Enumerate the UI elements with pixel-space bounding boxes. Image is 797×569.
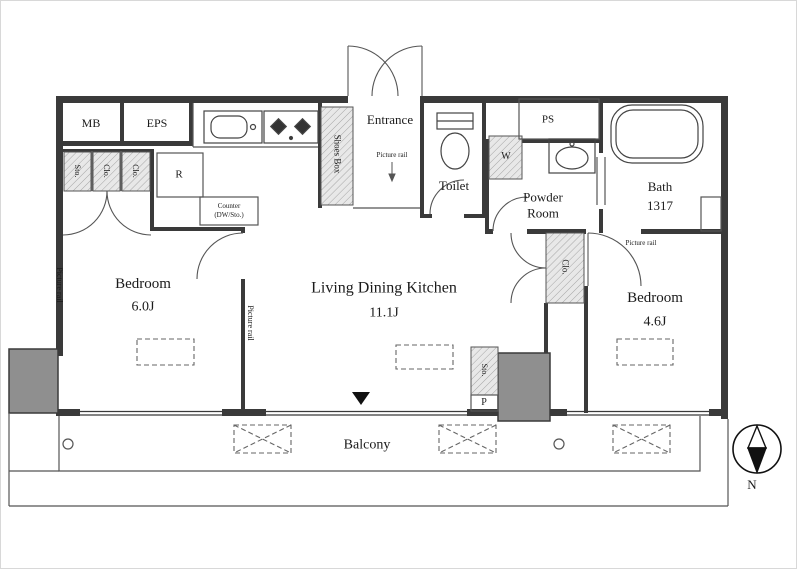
counter-sub-label: (DW/Sto.) <box>214 210 244 219</box>
bath-label: Bath <box>647 179 673 195</box>
toilet-door-arc <box>429 179 465 215</box>
washer-label: W <box>501 151 511 162</box>
closet-left-door-arc-2 <box>106 190 152 236</box>
fridge-box <box>156 152 204 198</box>
fixtures <box>203 104 704 174</box>
compass-north-label: N <box>747 477 757 493</box>
bathtub-icon <box>610 104 704 164</box>
fridge-label: R <box>175 168 183 181</box>
bedroom1-dashed-box <box>136 338 195 366</box>
pillars <box>8 348 551 422</box>
ldk-dashed-box <box>395 344 454 370</box>
pipe-box <box>470 394 499 412</box>
mb-label: MB <box>81 115 101 130</box>
balcony-unit-box-3 <box>612 424 671 454</box>
closet-sto-left-label: Sto. <box>72 164 82 178</box>
bath-size-label: 1317 <box>647 198 673 214</box>
pillar-left <box>8 348 59 414</box>
counter-box <box>199 196 259 226</box>
entrance-door-arcs <box>347 45 423 97</box>
balcony-unit-box-1 <box>233 424 292 454</box>
closet-right <box>545 232 585 304</box>
bedroom1-door-arc <box>196 232 244 280</box>
picture-rail-middle-label: Picture rail <box>245 305 255 341</box>
dashed-boxes <box>136 338 674 454</box>
picture-rail-right-label: Picture rail <box>625 238 657 247</box>
eps-label: EPS <box>146 115 168 130</box>
washing-machine <box>488 135 523 180</box>
entrance-label: Entrance <box>366 112 414 128</box>
section-triangle-marker <box>352 392 370 405</box>
closet-right-door-arc-1 <box>510 232 547 269</box>
balcony-drain-1 <box>62 438 74 450</box>
toilet-label: Toilet <box>438 178 470 194</box>
storage-sto-left <box>63 151 92 192</box>
storage-areas <box>63 106 585 396</box>
shoes-box <box>320 106 354 206</box>
picture-rail-left-label: Picture rail <box>54 267 64 303</box>
closet-right-label: Clo. <box>560 259 571 275</box>
balcony-label: Balcony <box>343 437 391 453</box>
balcony-drain-2 <box>553 438 565 450</box>
bathroom-sink-icon <box>548 138 596 174</box>
closet-clo-left-label-1: Clo. <box>101 164 111 178</box>
closet-clo-left-label-2: Clo. <box>130 164 140 178</box>
door-arcs <box>62 45 642 304</box>
interior-walls <box>56 96 721 413</box>
closet-right-door-arc-2 <box>510 267 547 304</box>
bedroom1-size-label: 6.0J <box>131 299 155 315</box>
bedroom2-dashed-box <box>616 338 674 366</box>
bedroom2-name-label: Bedroom <box>627 290 683 306</box>
toilet-icon <box>436 112 474 170</box>
ldk-size-label: 11.1J <box>369 305 399 321</box>
thin-lines <box>156 98 722 412</box>
powder-room-door-arc <box>492 196 528 232</box>
picture-rail-arrow <box>388 162 396 183</box>
balcony-unit-box-2 <box>438 424 497 454</box>
compass-icon <box>732 424 782 474</box>
pipe-label: P <box>481 397 487 408</box>
pillar-middle <box>497 352 551 422</box>
powder-room-label: Powder Room <box>523 189 563 220</box>
storage-bottom <box>470 346 499 396</box>
ps-label: PS <box>541 113 555 126</box>
closet-left-door-arc-1 <box>62 190 108 236</box>
stove-icon <box>263 110 319 144</box>
counter-label: Counter <box>217 201 241 210</box>
picture-rail-entrance-label: Picture rail <box>376 150 408 159</box>
shoes-box-label: Shoes Box <box>332 134 343 174</box>
balcony-outline <box>8 413 729 507</box>
bedroom2-size-label: 4.6J <box>643 314 667 330</box>
bedroom1-name-label: Bedroom <box>115 276 171 292</box>
closet-dividers <box>91 151 122 191</box>
pipe-space-box <box>518 98 600 140</box>
ldk-name-label: Living Dining Kitchen <box>311 279 457 297</box>
balcony-windows <box>80 410 709 416</box>
storage-bottom-label: Sto. <box>479 363 489 377</box>
closet-left-2 <box>121 151 151 192</box>
bath-counter-box <box>700 196 722 232</box>
bedroom2-door-arc <box>587 232 642 287</box>
kitchen-sink-icon <box>203 110 263 144</box>
